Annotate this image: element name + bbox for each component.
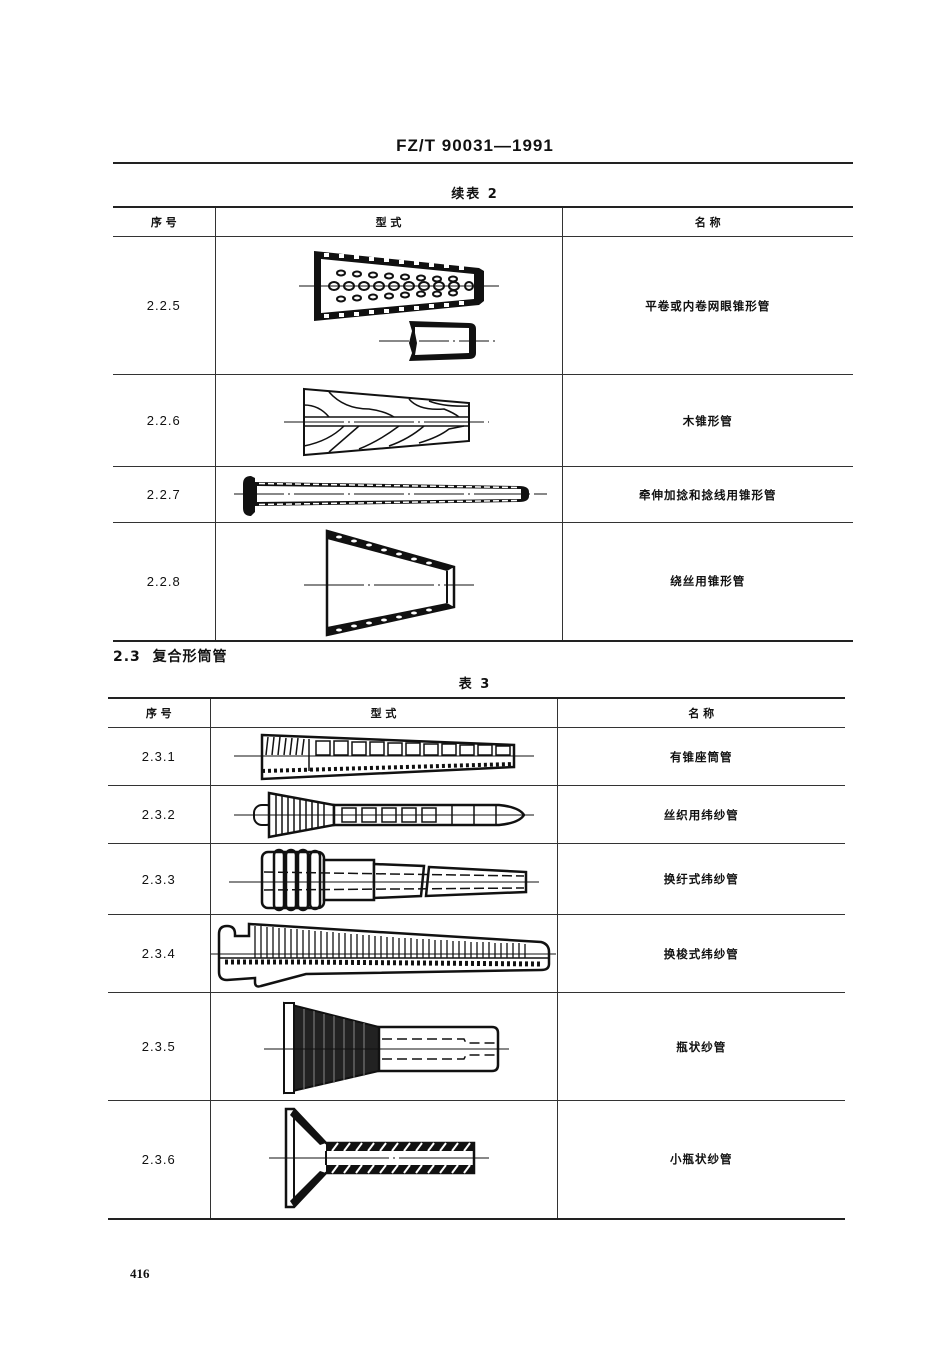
table2-caption: 续表 2 [451, 187, 499, 202]
cone-base-bobbin-drawing [209, 727, 557, 786]
small-bottle-bobbin-drawing [209, 1100, 557, 1220]
row-name: 换梭式纬纱管 [556, 914, 845, 993]
shuttle-change-pirn-drawing [209, 914, 557, 993]
row-name: 瓶状纱管 [556, 992, 845, 1101]
table-row: 2.3.4 [108, 914, 845, 993]
row-number: 2.3.2 [108, 785, 210, 844]
row-number: 2.3.4 [108, 914, 210, 993]
table-3: 序 号 型 式 名 称 2.3.1 [108, 697, 845, 1220]
bottle-bobbin-drawing [209, 992, 557, 1101]
section-title: 复合形筒管 [152, 649, 228, 665]
table-row: 2.3.1 有锥座筒管 [108, 727, 845, 786]
row-number: 2.3.5 [108, 992, 210, 1101]
row-name: 木锥形管 [561, 374, 853, 467]
column-header-name: 名 称 [556, 697, 845, 728]
column-header-number: 序 号 [108, 697, 210, 728]
table-row: 2.3.6 小瓶状纱管 [108, 1100, 845, 1220]
page-number: 416 [130, 1266, 150, 1281]
table-row: 2.3.3 换纡式纬纱管 [108, 843, 845, 915]
section-number: 2.3 [113, 649, 141, 665]
standard-code-header: FZ/T 90031—1991 [396, 136, 554, 155]
table-row: 2.2.6 木锥形管 [113, 374, 853, 467]
row-name: 绕丝用锥形管 [561, 522, 853, 642]
silk-winding-cone-tube-drawing [214, 522, 562, 642]
table-row: 2.2.8 绕丝用锥形管 [113, 522, 853, 642]
row-name: 牵伸加捻和捻线用锥形管 [561, 466, 853, 523]
table3-caption: 表 3 [458, 677, 492, 692]
row-name: 平卷或内卷网眼锥形管 [561, 236, 853, 375]
row-number: 2.3.3 [108, 843, 210, 915]
row-number: 2.3.1 [108, 727, 210, 786]
row-number: 2.2.6 [113, 374, 215, 467]
row-number: 2.2.5 [113, 236, 215, 375]
column-header-form: 型 式 [214, 206, 562, 237]
row-name: 小瓶状纱管 [556, 1100, 845, 1220]
row-number: 2.3.6 [108, 1100, 210, 1220]
pirn-change-pirn-drawing [209, 843, 557, 915]
column-header-form: 型 式 [209, 697, 557, 728]
silk-weaving-pirn-drawing [209, 785, 557, 844]
row-name: 有锥座筒管 [556, 727, 845, 786]
row-number: 2.2.7 [113, 466, 215, 523]
table-row: 2.2.5 [113, 236, 853, 375]
table-header-row: 序 号 型 式 名 称 [113, 206, 853, 237]
table-2: 序 号 型 式 名 称 2.2.5 [113, 206, 853, 642]
row-name: 换纡式纬纱管 [556, 843, 845, 915]
row-name: 丝织用纬纱管 [556, 785, 845, 844]
table-row: 2.3.2 丝织用纬纱管 [108, 785, 845, 844]
wooden-cone-tube-drawing [214, 374, 562, 467]
row-number: 2.2.8 [113, 522, 215, 642]
table-row: 2.2.7 牵伸加捻和捻线用锥形管 [113, 466, 853, 523]
column-header-number: 序 号 [113, 206, 215, 237]
column-header-name: 名 称 [561, 206, 853, 237]
drafting-twisting-cone-tube-drawing [214, 466, 562, 523]
header-rule [113, 162, 853, 164]
section-heading: 2.3 复合形筒管 [113, 646, 228, 666]
table-row: 2.3.5 瓶状纱管 [108, 992, 845, 1101]
perforated-cone-tube-drawing [214, 236, 562, 375]
table-header-row: 序 号 型 式 名 称 [108, 697, 845, 728]
